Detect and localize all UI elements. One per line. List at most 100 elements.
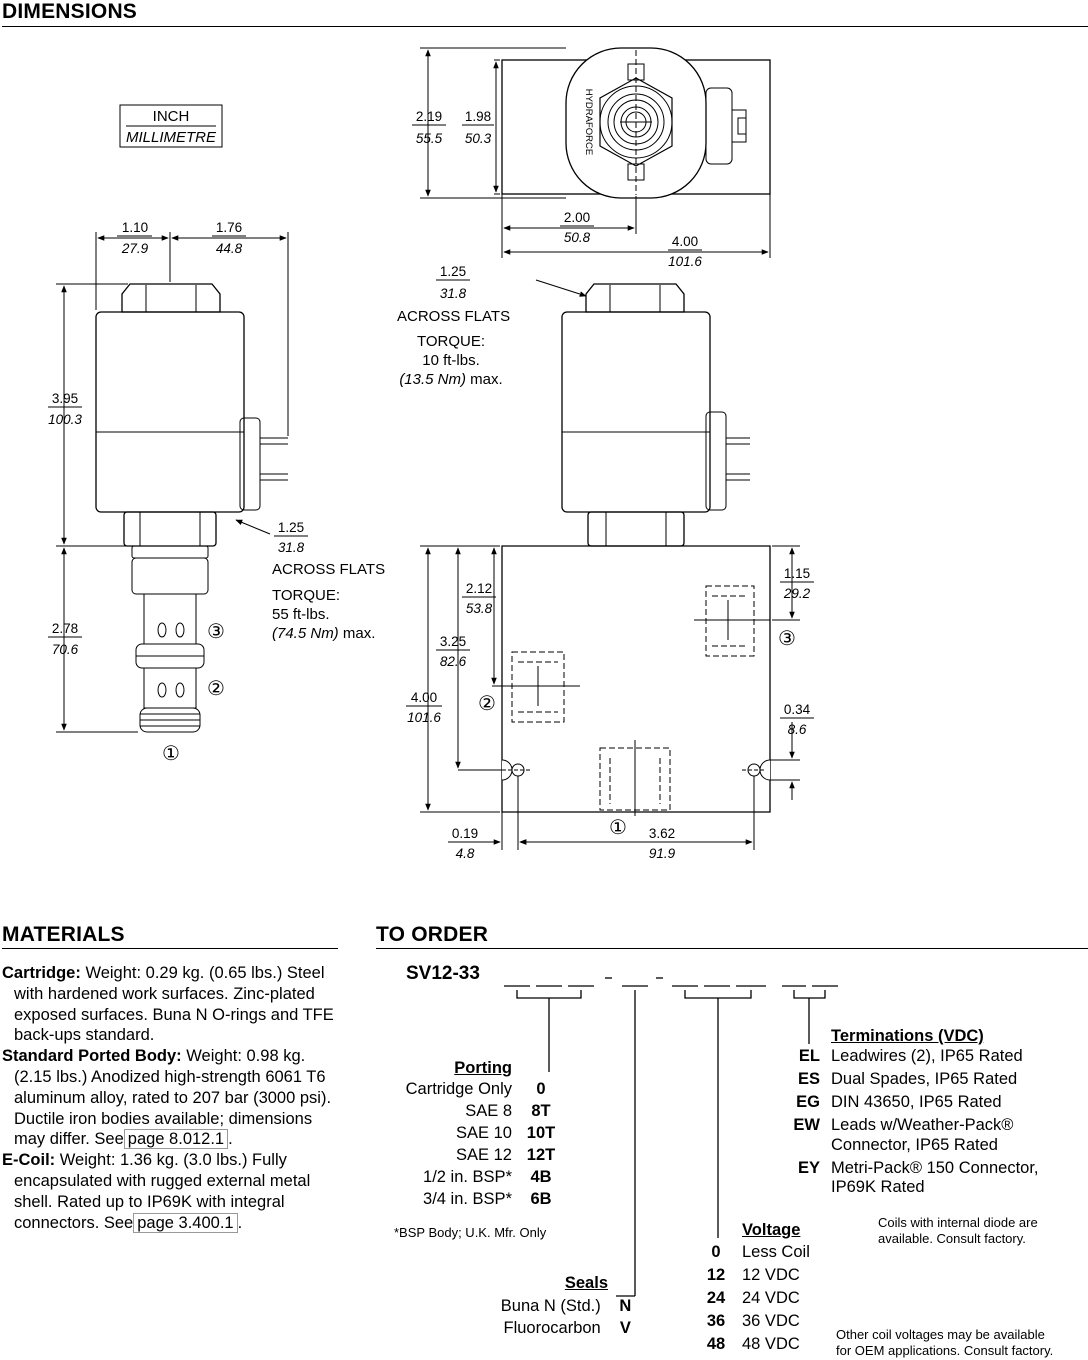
dim-body-d6-in: 0.19 <box>452 826 478 841</box>
dim-top-w-total-mm: 101.6 <box>668 254 702 269</box>
note-diode: Coils with internal diode are available.… <box>878 1215 1038 1246</box>
porting-item: 1/2 in. BSP*4B <box>423 1168 552 1186</box>
dim-body-hex-mm: 31.8 <box>440 286 467 301</box>
unit-legend-box <box>119 104 223 148</box>
svg-text:(13.5 Nm) max.: (13.5 Nm) max. <box>399 371 502 388</box>
materials-body: Standard Ported Body: Weight: 0.98 kg. (… <box>2 1047 332 1150</box>
cart-port-1: ① <box>162 743 180 765</box>
dimensions-rule <box>2 26 1088 27</box>
body-port-3: ③ <box>778 628 796 650</box>
dim-top-w-total-in: 4.00 <box>672 234 698 249</box>
dim-body-d4-mm: 29.2 <box>783 586 811 601</box>
body-coil <box>561 311 711 513</box>
cart-port-2: ② <box>207 678 225 700</box>
dim-body-d1-mm: 53.8 <box>466 601 493 616</box>
legend-millimetre: MILLIMETRE <box>126 129 217 146</box>
dim-cart-h-upper-mm: 100.3 <box>48 412 82 427</box>
link-page-8012[interactable]: page 8.012.1 <box>123 1129 229 1150</box>
dim-body-d5-mm: 8.6 <box>788 722 807 737</box>
materials-text: Cartridge: Weight: 0.29 kg. (0.65 lbs.) … <box>2 963 337 1233</box>
dim-body-d7-in: 3.62 <box>649 826 675 841</box>
materials-cartridge: Cartridge: Weight: 0.29 kg. (0.65 lbs.) … <box>2 964 334 1045</box>
dim-cart-w-right-mm: 44.8 <box>216 241 243 256</box>
terminations-header: Terminations (VDC) <box>831 1027 984 1045</box>
to-order-rule <box>376 948 1088 949</box>
body-across-flats: ACROSS FLATS <box>397 308 510 325</box>
link-page-3400[interactable]: page 3.400.1 <box>133 1212 238 1233</box>
hydraforce-brand: HYDRAFORCE <box>583 89 594 156</box>
ported-body <box>501 545 771 813</box>
body-torque-max: max. <box>470 371 503 388</box>
materials-title: MATERIALS <box>2 923 125 946</box>
cart-port-3: ③ <box>207 621 225 643</box>
porting-item: 3/4 in. BSP*6B <box>423 1190 552 1208</box>
dim-body-hex-in: 1.25 <box>440 264 466 279</box>
body-torque-nm: (13.5 Nm) <box>399 371 466 388</box>
dim-body-d2-mm: 82.6 <box>440 654 467 669</box>
cart-torque-max: max. <box>343 625 376 642</box>
dim-top-h-outer-mm: 55.5 <box>416 131 443 146</box>
dim-top-h-inner-mm: 50.3 <box>465 131 492 146</box>
dimensions-title: DIMENSIONS <box>2 0 138 23</box>
legend-inch: INCH <box>153 108 190 125</box>
dim-cart-w-right-in: 1.76 <box>216 220 242 235</box>
dim-body-d2-in: 3.25 <box>440 634 466 649</box>
dim-body-d6-mm: 4.8 <box>456 846 475 861</box>
materials-rule <box>2 948 338 949</box>
body-port-2: ② <box>478 693 496 715</box>
cart-torque-label: TORQUE: <box>272 587 340 604</box>
dim-top-w-center-mm: 50.8 <box>564 230 591 245</box>
body-torque-value: 10 ft-lbs. <box>422 352 480 369</box>
cartridge-coil <box>95 311 245 513</box>
dim-cart-hex-in: 1.25 <box>278 520 304 535</box>
porting-footnote: *BSP Body; U.K. Mfr. Only <box>394 1225 547 1240</box>
materials-ecoil: E-Coil: Weight: 1.36 kg. (3.0 lbs.) Full… <box>2 1151 311 1233</box>
cart-across-flats: ACROSS FLATS <box>272 561 385 578</box>
dim-top-w-center-in: 2.00 <box>564 210 590 225</box>
body-torque-label: TORQUE: <box>417 333 485 350</box>
dim-body-d5-in: 0.34 <box>784 702 811 717</box>
dim-body-d3-mm: 101.6 <box>407 710 441 725</box>
seals-item: Buna N (Std.)N <box>500 1297 632 1315</box>
note-other-voltages: Other coil voltages may be available for… <box>836 1327 1054 1358</box>
dimensions-drawing: INCH MILLIMETRE HYDRAFORCE 2.19 55.5 1.9… <box>48 47 814 861</box>
model-code: SV12-33 <box>406 963 480 984</box>
dim-body-d1-in: 2.12 <box>466 581 492 596</box>
dim-cart-h-lower-mm: 70.6 <box>52 642 79 657</box>
seals-header: Seals <box>564 1274 608 1292</box>
porting-header: Porting <box>454 1059 512 1077</box>
cart-torque-nm: (74.5 Nm) <box>272 625 339 642</box>
dim-cart-hex-mm: 31.8 <box>278 540 305 555</box>
dim-cart-w-left-mm: 27.9 <box>121 241 149 256</box>
dim-top-h-outer-in: 2.19 <box>416 109 442 124</box>
cart-torque-value: 55 ft-lbs. <box>272 606 330 623</box>
body-port-1: ① <box>609 817 627 839</box>
dim-top-h-inner-in: 1.98 <box>465 109 491 124</box>
to-order-title: TO ORDER <box>376 923 489 946</box>
dim-body-d3-in: 4.00 <box>411 690 437 705</box>
svg-text:(74.5 Nm) max.: (74.5 Nm) max. <box>272 625 375 642</box>
dim-body-d7-mm: 91.9 <box>649 846 676 861</box>
dim-cart-h-lower-in: 2.78 <box>52 621 78 636</box>
dim-cart-h-upper-in: 3.95 <box>52 391 78 406</box>
voltage-header: Voltage <box>742 1221 801 1239</box>
